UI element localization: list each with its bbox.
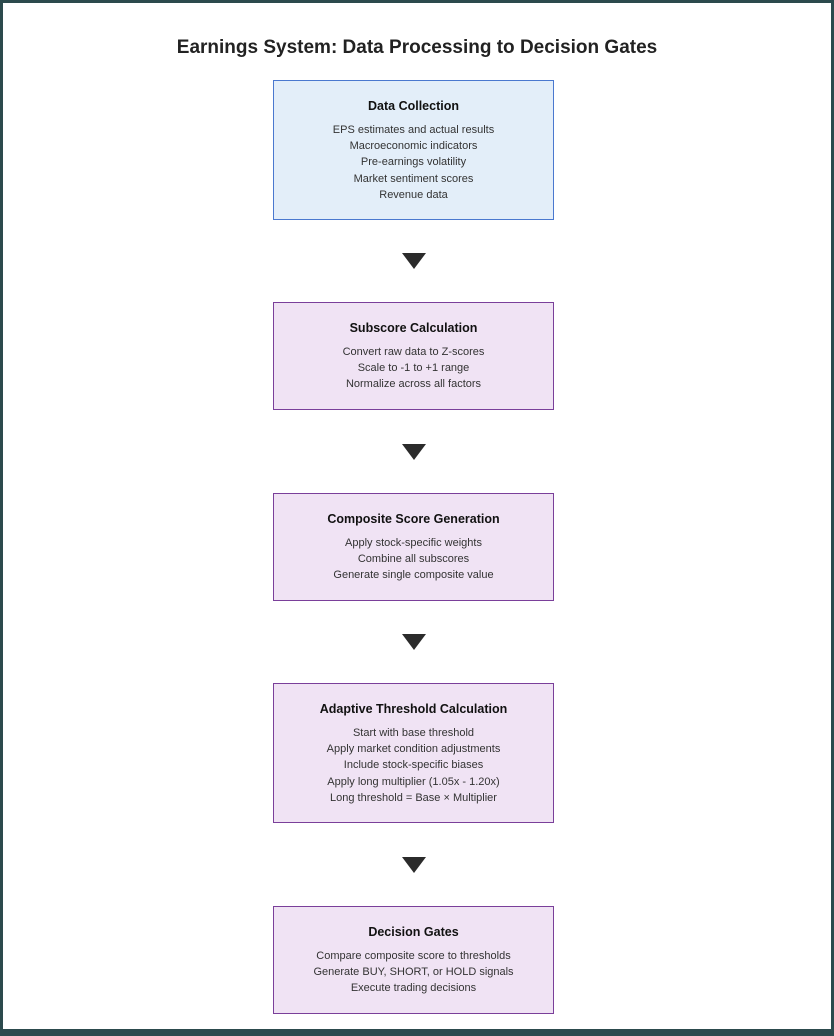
data-collection-line: Macroeconomic indicators (349, 140, 478, 153)
adaptive-threshold-line: Long threshold = Base × Multiplier (330, 791, 497, 804)
adaptive-threshold-line: Start with base threshold (352, 727, 475, 739)
adaptive-threshold-title: Adaptive Threshold Calculation (319, 702, 508, 716)
subscore-calculation-line: Normalize across all factors (345, 378, 482, 391)
adaptive-threshold-line: Apply long multiplier (1.05x - 1.20x) (327, 775, 500, 788)
decision-gates-line: Compare composite score to thresholds (316, 950, 511, 962)
flow-arrow-1 (402, 253, 426, 269)
decision-gates-line: Generate BUY, SHORT, or HOLD signals (313, 966, 514, 979)
data-collection-line: Pre-earnings volatility (360, 156, 467, 169)
flow-arrow-2 (402, 444, 426, 460)
data-collection-line: EPS estimates and actual results (332, 124, 495, 136)
data-collection-title: Data Collection (368, 99, 459, 113)
flow-arrow-4 (402, 857, 426, 873)
adaptive-threshold-line: Include stock-specific biases (343, 759, 484, 772)
decision-gates-title: Decision Gates (368, 925, 459, 939)
data-collection-line: Market sentiment scores (353, 172, 474, 185)
composite-score-box: Composite Score Generation Apply stock-s… (273, 493, 554, 601)
composite-score-title: Composite Score Generation (327, 512, 500, 526)
subscore-calculation-title: Subscore Calculation (349, 321, 478, 335)
adaptive-threshold-line: Apply market condition adjustments (326, 743, 501, 756)
decision-gates-line: Execute trading decisions (350, 982, 477, 995)
diagram-canvas: Earnings System: Data Processing to Deci… (3, 3, 831, 1029)
decision-gates-box: Decision Gates Compare composite score t… (273, 906, 554, 1014)
adaptive-threshold-box: Adaptive Threshold Calculation Start wit… (273, 683, 554, 823)
composite-score-line: Generate single composite value (333, 569, 494, 582)
composite-score-line: Apply stock-specific weights (345, 537, 482, 549)
data-collection-box: Data Collection EPS estimates and actual… (273, 80, 554, 220)
subscore-calculation-box: Subscore Calculation Convert raw data to… (273, 302, 554, 410)
composite-score-line: Combine all subscores (357, 553, 470, 566)
data-collection-line: Revenue data (379, 188, 448, 201)
subscore-calculation-line: Convert raw data to Z-scores (342, 346, 485, 358)
subscore-calculation-line: Scale to -1 to +1 range (357, 362, 470, 375)
flow-arrow-3 (402, 634, 426, 650)
diagram-title: Earnings System: Data Processing to Deci… (176, 37, 658, 58)
